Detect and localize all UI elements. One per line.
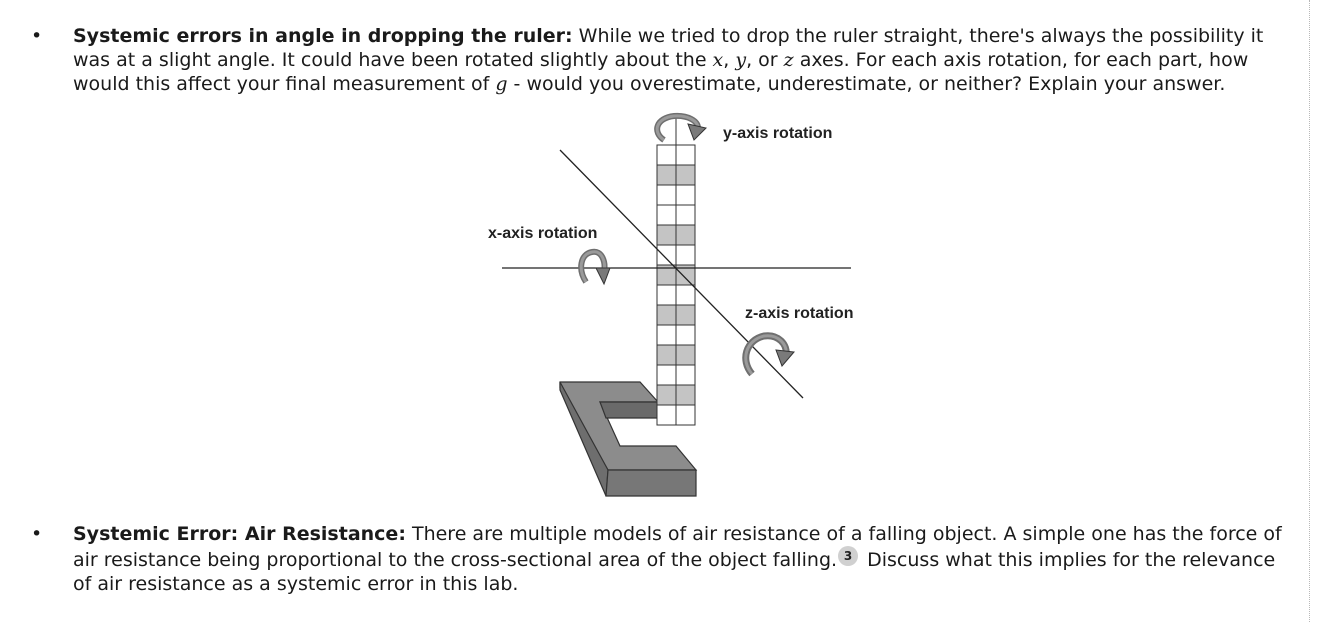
math-var-g: g (495, 73, 508, 95)
page-margin-border (1309, 0, 1310, 622)
item-text: There are multiple models of air resista… (73, 523, 1282, 571)
list-item-air-resistance: • Systemic Error: Air Resistance: There … (31, 522, 1285, 596)
bullet: • (31, 25, 43, 47)
z-axis-line (559, 149, 804, 399)
item-text: - would you overestimate, underestimate,… (507, 73, 1226, 95)
item-text: While we tried to drop the ruler straigh… (73, 25, 1264, 71)
footnote-badge[interactable]: 3 (838, 546, 859, 566)
z-axis-rotation-label: z-axis rotation (745, 305, 853, 322)
bullet: • (31, 523, 43, 545)
item-title: Systemic errors in angle in dropping the… (73, 25, 573, 47)
z-rotation-arrow-icon (742, 332, 795, 377)
ruler (656, 115, 696, 426)
y-axis-rotation-label: y-axis rotation (723, 125, 832, 142)
item-title: Systemic Error: Air Resistance: (73, 523, 406, 545)
item-text: axes. For each axis rotation, for each p… (73, 49, 1249, 95)
item-text: , (723, 49, 736, 71)
x-axis-rotation-label: x-axis rotation (488, 225, 597, 242)
item-text: , or (746, 49, 784, 71)
math-var-y: y (735, 49, 747, 71)
item-text: Discuss what this implies for the releva… (73, 549, 1276, 595)
y-rotation-arrow-icon (654, 112, 707, 143)
magnet-clamp (559, 381, 698, 497)
x-rotation-arrow-icon (578, 248, 611, 286)
math-var-z: z (783, 49, 794, 71)
list-item-angle-error: • Systemic errors in angle in dropping t… (31, 24, 1285, 96)
math-var-x: x (712, 49, 724, 71)
